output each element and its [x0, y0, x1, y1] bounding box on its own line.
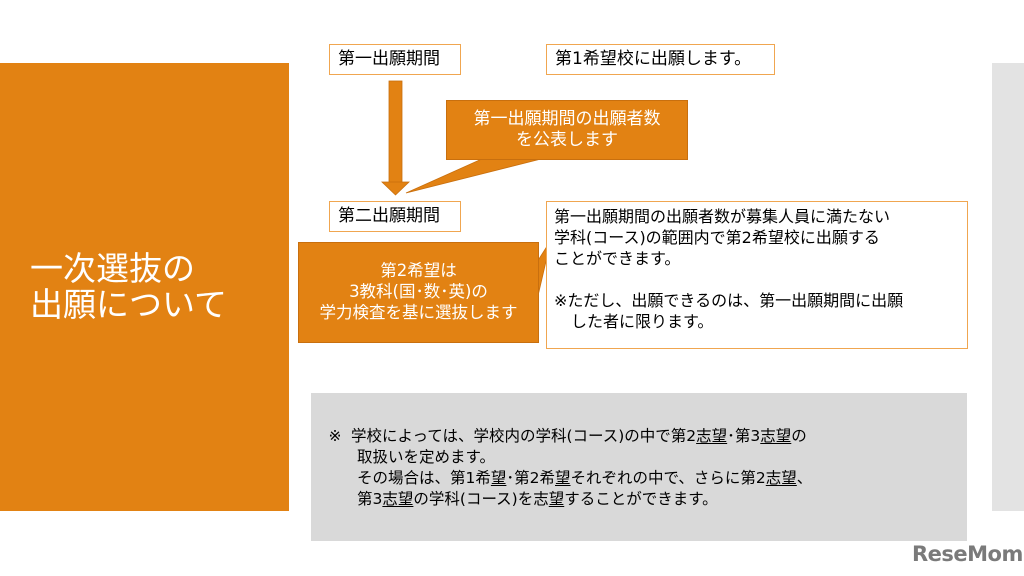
- note-line1: 学校によっては、学校内の学科(コース)の中で第2志望･第3志望の: [351, 427, 807, 445]
- second-period-label: 第二出願期間: [329, 201, 461, 232]
- note-line3: その場合は、第1希望･第2希望それぞれの中で、さらに第2志望、: [357, 469, 813, 487]
- down-arrow-icon: [381, 80, 410, 196]
- slide-title-line1: 一次選抜の: [30, 249, 195, 288]
- announce-callout: 第一出願期間の出願者数 を公表します: [446, 100, 688, 160]
- slide-title-line2: 出願について: [30, 285, 228, 324]
- note-line4: 第3志望の学科(コース)を志望することができます。: [357, 490, 718, 508]
- note-box: ※ 学校によっては、学校内の学科(コース)の中で第2志望･第3志望の 取扱いを定…: [311, 393, 967, 541]
- callout-tail: [405, 157, 546, 194]
- note-text: 学校によっては、学校内の学科(コース)の中で第2志望･第3志望の 取扱いを定めま…: [351, 426, 812, 510]
- first-period-label: 第一出願期間: [329, 44, 461, 75]
- title-panel: 一次選抜の 出願について: [0, 63, 289, 511]
- second-choice-callout: 第2希望は 3教科(国･数･英)の 学力検査を基に選抜します: [298, 242, 539, 343]
- second-choice-line2: 3教科(国･数･英)の: [349, 282, 488, 301]
- announce-callout-line2: を公表します: [516, 130, 618, 150]
- logo-text: ReseMom: [912, 542, 1023, 566]
- second-choice-line3: 学力検査を基に選抜します: [319, 303, 518, 322]
- second-period-info-box: 第一出願期間の出願者数が募集人員に満たない 学科(コース)の範囲内で第2希望校に…: [546, 201, 968, 349]
- first-choice-label: 第1希望校に出願します。: [546, 44, 775, 75]
- info-line1: 第一出願期間の出願者数が募集人員に満たない: [554, 207, 891, 226]
- note-mark: ※: [328, 427, 342, 445]
- slide-title: 一次選抜の 出願について: [0, 251, 227, 323]
- info-note-line2: した者に限ります。: [571, 312, 714, 331]
- info-line2: 学科(コース)の範囲内で第2希望校に出願する: [554, 228, 880, 247]
- announce-callout-line1: 第一出願期間の出願者数: [473, 109, 661, 129]
- note-line2: 取扱いを定めます。: [357, 448, 495, 466]
- info-note-line1: ※ただし、出願できるのは、第一出願期間に出願: [554, 291, 904, 310]
- resemom-logo: ReseMom 4: [912, 542, 1023, 566]
- info-line3: ことができます。: [554, 249, 681, 268]
- second-choice-line1: 第2希望は: [380, 261, 457, 280]
- right-decorative-strip: [992, 63, 1024, 511]
